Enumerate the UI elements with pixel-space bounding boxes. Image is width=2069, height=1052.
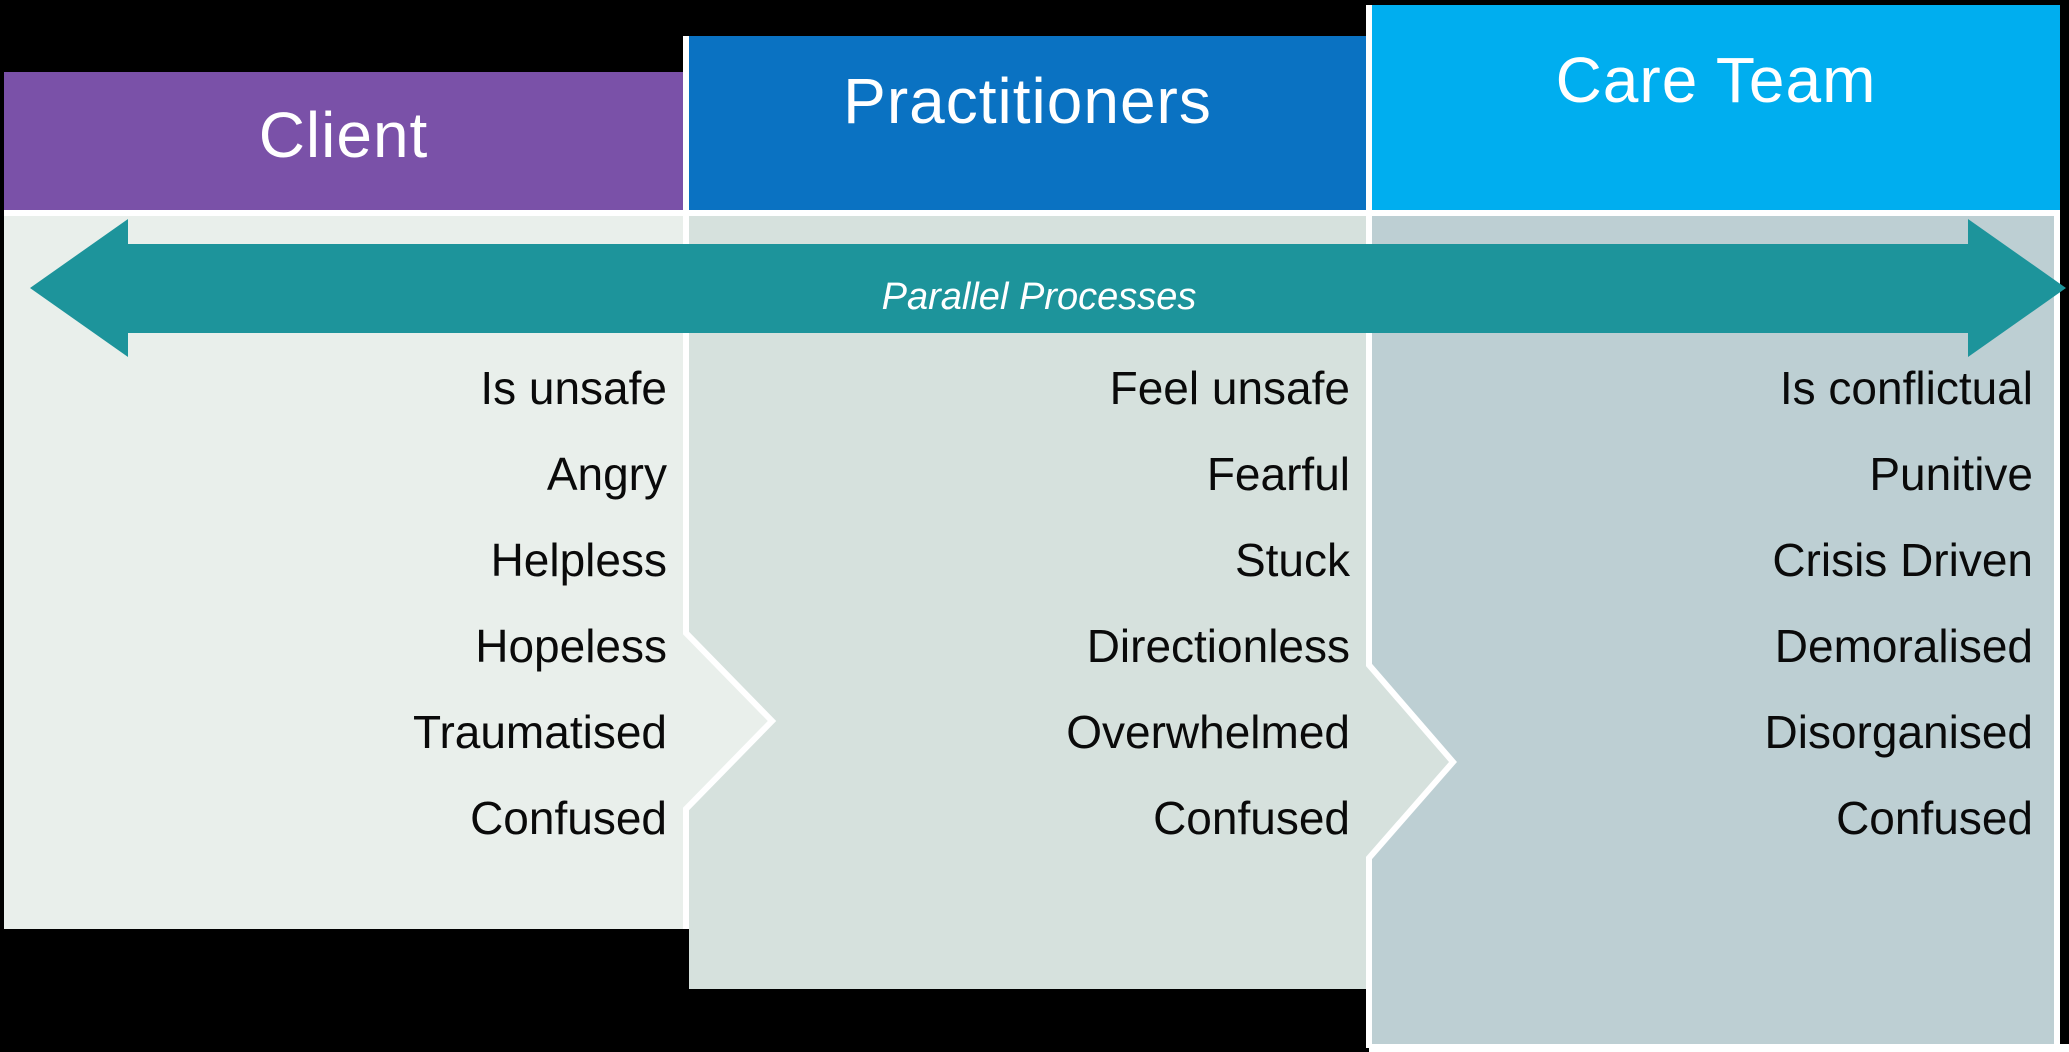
- practitioners-word-list: Feel unsafe Fearful Stuck Directionless …: [700, 345, 1350, 861]
- header-care-team-title: Care Team: [1555, 44, 1877, 116]
- practitioners-careteam-header-seam: [1366, 5, 1372, 210]
- client-word: Hopeless: [475, 620, 667, 672]
- client-word: Confused: [470, 792, 667, 844]
- practitioners-word: Confused: [1153, 792, 1350, 844]
- practitioners-panel: [689, 216, 1456, 989]
- care-team-panel-bottom-border: [1369, 1044, 2069, 1052]
- client-word: Angry: [546, 448, 667, 500]
- practitioners-word: Overwhelmed: [1066, 706, 1350, 758]
- care-team-word: Crisis Driven: [1772, 534, 2033, 586]
- care-team-word-list: Is conflictual Punitive Crisis Driven De…: [1380, 345, 2033, 861]
- client-panel: [4, 216, 775, 929]
- care-team-word: Punitive: [1869, 448, 2033, 500]
- practitioners-careteam-chevron-outline: [1366, 216, 1457, 1048]
- care-team-panel: [1369, 216, 2060, 1048]
- client-word: Helpless: [490, 534, 667, 586]
- practitioners-word: Directionless: [1086, 620, 1350, 672]
- header-practitioners: Practitioners: [689, 36, 1366, 210]
- header-panel-divider: [4, 209, 2060, 216]
- client-practitioners-chevron-outline: [683, 216, 777, 929]
- care-team-word: Demoralised: [1774, 620, 2033, 672]
- header-practitioners-title: Practitioners: [843, 65, 1212, 137]
- practitioners-word: Stuck: [1234, 534, 1350, 586]
- care-team-panel-right-border: [2054, 216, 2060, 1048]
- client-practitioners-header-seam: [683, 36, 689, 210]
- client-word: Traumatised: [413, 706, 667, 758]
- header-client: Client: [4, 72, 683, 210]
- header-care-team: Care Team: [1372, 5, 2060, 210]
- practitioners-word: Fearful: [1206, 448, 1350, 500]
- header-client-title: Client: [258, 99, 429, 171]
- care-team-word: Confused: [1836, 792, 2033, 844]
- practitioners-word: Feel unsafe: [1109, 362, 1350, 414]
- parallel-processes-arrow: [30, 219, 2066, 357]
- care-team-word: Is conflictual: [1779, 362, 2033, 414]
- parallel-processes-label: Parallel Processes: [881, 276, 1197, 318]
- client-word-list: Is unsafe Angry Helpless Hopeless Trauma…: [40, 345, 667, 861]
- care-team-word: Disorganised: [1764, 706, 2033, 758]
- client-word: Is unsafe: [480, 362, 667, 414]
